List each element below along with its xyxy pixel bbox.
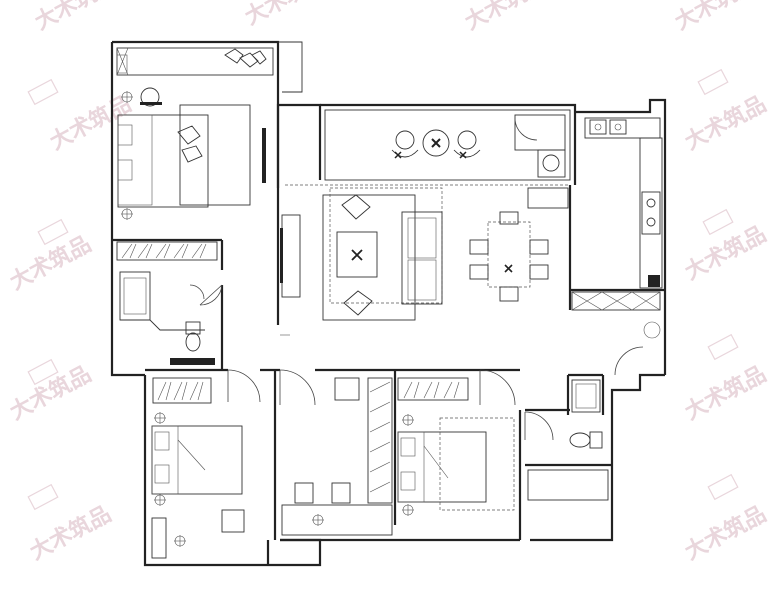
bathroom-west bbox=[119, 271, 223, 365]
chair bbox=[457, 130, 477, 150]
tv-cabinet bbox=[281, 214, 301, 298]
watermark-logo-box bbox=[707, 473, 739, 501]
washer bbox=[537, 149, 566, 178]
watermark-logo-box bbox=[697, 68, 729, 96]
bed-cushions bbox=[177, 125, 203, 163]
chair bbox=[469, 239, 489, 255]
round-table bbox=[422, 129, 450, 157]
chair bbox=[221, 509, 245, 533]
counter bbox=[639, 137, 663, 289]
watermark-logo-box bbox=[27, 78, 59, 106]
bedroom-southwest bbox=[151, 369, 261, 559]
armchair bbox=[341, 194, 371, 220]
shower bbox=[571, 379, 601, 413]
watermark-text: 大术筑品 bbox=[681, 91, 770, 155]
toilet bbox=[569, 432, 591, 448]
outer-walls bbox=[110, 40, 667, 567]
toilet-tank bbox=[185, 321, 201, 335]
sink bbox=[589, 119, 607, 135]
closet bbox=[334, 377, 360, 401]
toilet bbox=[185, 332, 201, 352]
chair bbox=[499, 211, 519, 225]
watermark-text: 大术筑品 bbox=[461, 0, 551, 35]
bedroom-northwest bbox=[116, 47, 274, 261]
coffee-table bbox=[336, 231, 378, 278]
desk bbox=[281, 504, 393, 536]
sink bbox=[609, 119, 627, 135]
chair bbox=[294, 482, 314, 504]
watermark-logo-box bbox=[702, 208, 734, 236]
chair bbox=[469, 264, 489, 280]
dining-table bbox=[487, 221, 531, 288]
closet bbox=[116, 241, 218, 261]
bed bbox=[397, 431, 487, 503]
watermark-text: 大术筑品 bbox=[671, 0, 761, 35]
closet bbox=[397, 377, 469, 401]
armchair bbox=[343, 290, 373, 316]
watermark-text: 大术筑品 bbox=[6, 361, 96, 425]
watermark-text: 大术筑品 bbox=[681, 501, 770, 565]
watermark-text: 大术筑品 bbox=[26, 501, 116, 565]
study bbox=[279, 369, 393, 536]
bedroom-south bbox=[397, 369, 516, 516]
dining-area bbox=[469, 211, 661, 339]
watermark-logo-box bbox=[27, 358, 59, 386]
watermark-logo-box bbox=[27, 483, 59, 511]
bed bbox=[151, 425, 243, 495]
watermark-text: 大术筑品 bbox=[241, 0, 331, 30]
counter bbox=[584, 117, 661, 139]
watermark-text: 大术筑品 bbox=[681, 361, 770, 425]
watermark-logo-box bbox=[37, 218, 69, 246]
bookshelf bbox=[367, 377, 393, 504]
watermark-logo-box bbox=[707, 333, 739, 361]
wardrobe bbox=[116, 47, 274, 76]
chair bbox=[331, 482, 351, 504]
kitchen bbox=[571, 117, 663, 311]
chair bbox=[140, 87, 160, 107]
rug bbox=[322, 194, 416, 321]
chair bbox=[529, 264, 549, 280]
closet bbox=[152, 377, 212, 404]
watermark-text: 大术筑品 bbox=[681, 221, 770, 285]
chair bbox=[395, 130, 415, 150]
toilet-tank bbox=[589, 431, 603, 449]
interior-walls bbox=[112, 185, 665, 540]
watermark-text: 大术筑品 bbox=[46, 91, 136, 155]
chair bbox=[529, 239, 549, 255]
bathroom-east bbox=[524, 379, 609, 501]
misc-doors bbox=[280, 334, 644, 376]
living-room bbox=[280, 187, 443, 321]
bed-frame bbox=[179, 104, 251, 206]
shower bbox=[119, 271, 151, 321]
chair bbox=[499, 286, 519, 302]
sofa bbox=[401, 211, 443, 305]
stove bbox=[641, 191, 661, 235]
cabinet bbox=[571, 291, 661, 311]
plant bbox=[643, 321, 661, 339]
pillows bbox=[224, 48, 267, 68]
watermark-text: 大术筑品 bbox=[31, 0, 121, 35]
balcony bbox=[285, 109, 571, 209]
